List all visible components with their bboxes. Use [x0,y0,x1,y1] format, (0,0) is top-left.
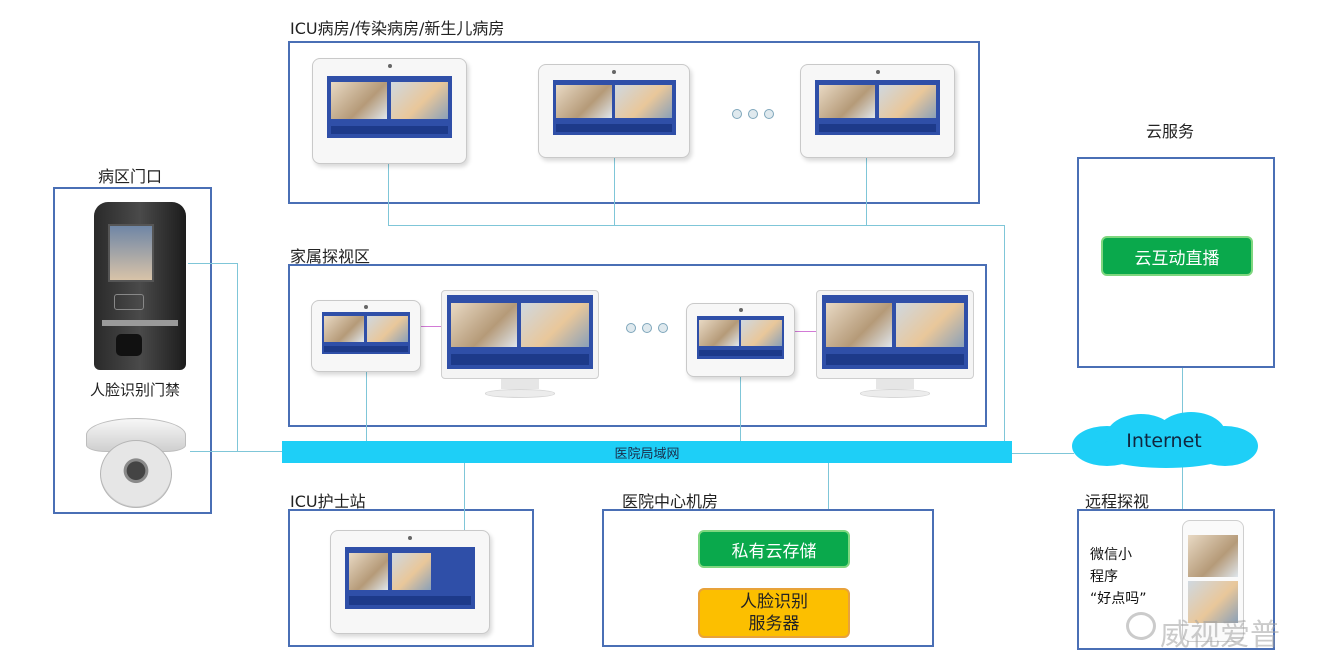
remote-text-line3: “好点吗” [1090,591,1147,607]
hospital-datacenter-label: 医院中心机房 [622,492,719,511]
icu-riser-line [1004,225,1005,442]
icu-tablet3-drop [866,156,867,226]
icu-collector-line [388,225,1005,226]
remote-text-line2: 程序 [1090,569,1118,585]
mobile-phone [1182,520,1244,642]
hospital-lan-bar: 医院局域网 [282,441,1012,463]
icu-more-dots [732,109,774,119]
family-visit-label: 家属探视区 [290,247,371,266]
icu-tablet-2 [538,64,690,158]
cloud-live-button[interactable]: 云互动直播 [1101,236,1253,276]
face-recognition-server-button[interactable]: 人脸识别 服务器 [698,588,850,638]
icu-tablet-1 [312,58,467,164]
remote-visit-label: 远程探视 [1085,492,1150,511]
weibo-watermark-icon [1126,612,1156,640]
internet-label: Internet [1126,430,1202,452]
family-monitor-1 [441,290,599,398]
lan-internet-line [1012,453,1074,454]
cloud-internet-line [1182,368,1183,414]
icu-tablet1-drop [388,162,389,226]
camera-icon [738,307,743,312]
nurse-station-tablet [330,530,490,634]
remote-text-line1: 微信小 [1090,547,1132,563]
family-drop-1 [366,370,367,442]
camera-icon [364,304,368,309]
dome-camera-icon [86,418,186,508]
icu-tablet-3 [800,64,955,158]
watermark-text: 威视爱普 [1160,618,1280,653]
wechat-miniprogram-text: 微信小 程序 “好点吗” [1090,544,1147,610]
camera-icon [612,69,616,74]
ward-entrance-label: 病区门口 [98,167,163,186]
family-tablet-1 [311,300,421,372]
family-monitor-2 [816,290,974,398]
face-access-label: 人脸识别门禁 [90,381,181,399]
family-link-1 [421,326,443,327]
camera-icon [387,64,392,69]
family-more-dots [626,323,668,333]
internet-cloud-icon: Internet [1066,412,1262,468]
family-link-2 [795,331,817,332]
family-tablet-2 [686,303,795,377]
entrance-camera-line [190,451,282,452]
family-drop-2 [740,374,741,442]
private-cloud-storage-button[interactable]: 私有云存储 [698,530,850,568]
camera-icon [875,69,880,74]
cloud-service-label: 云服务 [1146,122,1195,141]
icu-tablet2-drop [614,156,615,226]
face-server-line1: 人脸识别 [740,592,808,612]
entrance-face-line-h [188,263,238,264]
face-server-line2: 服务器 [748,614,800,634]
datacenter-line [828,462,829,509]
face-recognition-terminal [94,202,186,370]
camera-icon [408,536,412,541]
icu-ward-label: ICU病房/传染病房/新生儿病房 [290,19,505,38]
internet-remote-line [1182,466,1183,509]
icu-nurse-station-label: ICU护士站 [290,492,366,511]
entrance-face-line-v [237,263,238,452]
nurse-station-line [464,462,465,530]
